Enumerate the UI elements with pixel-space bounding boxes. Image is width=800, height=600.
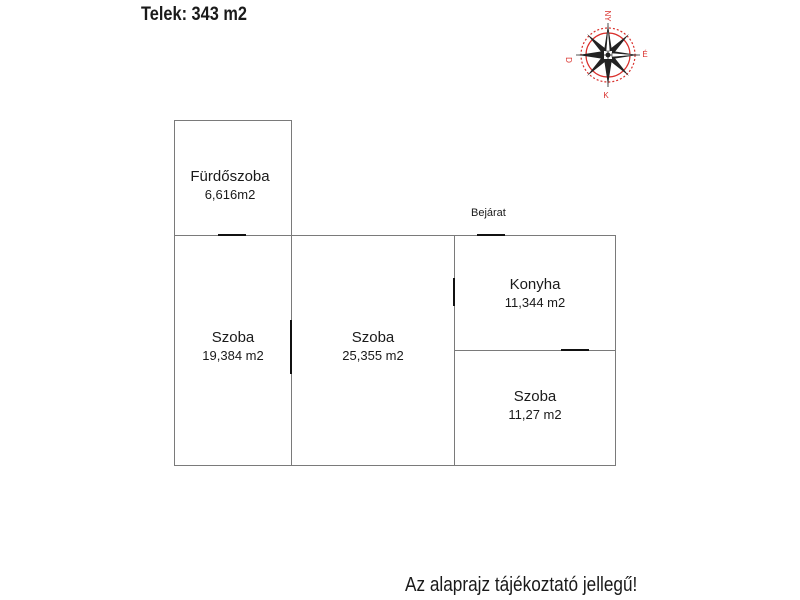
bathroom-name: Fürdőszoba (190, 168, 270, 185)
kitchen-label: Konyha 11,344 m2 (454, 276, 616, 310)
door-kitchen-room (561, 349, 589, 351)
door-entrance (477, 234, 505, 236)
disclaimer-text: Az alaprajz tájékoztató jellegű! (405, 574, 638, 596)
compass-north-label: NY (603, 10, 612, 22)
entrance-label: Bejárat (471, 207, 506, 219)
door-left-center (290, 320, 292, 374)
door-center-kitchen (453, 278, 455, 306)
room-center-area: 25,355 m2 (342, 348, 404, 363)
room-left-name: Szoba (211, 329, 255, 346)
room-left-label: Szoba 19,384 m2 (174, 329, 292, 363)
bathroom-label: Fürdőszoba 6,616m2 (174, 168, 286, 202)
room-right-name: Szoba (513, 388, 557, 405)
kitchen-area: 11,344 m2 (504, 295, 566, 310)
compass-rose-icon: NY É K D (564, 10, 648, 100)
bathroom-area: 6,616m2 (204, 187, 256, 202)
kitchen-name: Konyha (509, 276, 561, 293)
room-center-label: Szoba 25,355 m2 (291, 329, 455, 363)
plot-area-title: Telek: 343 m2 (141, 4, 247, 25)
door-bathroom (218, 234, 246, 236)
room-right-area: 11,27 m2 (508, 407, 562, 422)
room-right-label: Szoba 11,27 m2 (454, 388, 616, 422)
compass-east-label: É (642, 50, 647, 59)
room-right (454, 350, 616, 466)
compass-south-label: K (603, 91, 609, 100)
compass-west-label: D (564, 57, 573, 63)
room-left-area: 19,384 m2 (202, 348, 264, 363)
room-center-name: Szoba (351, 329, 395, 346)
